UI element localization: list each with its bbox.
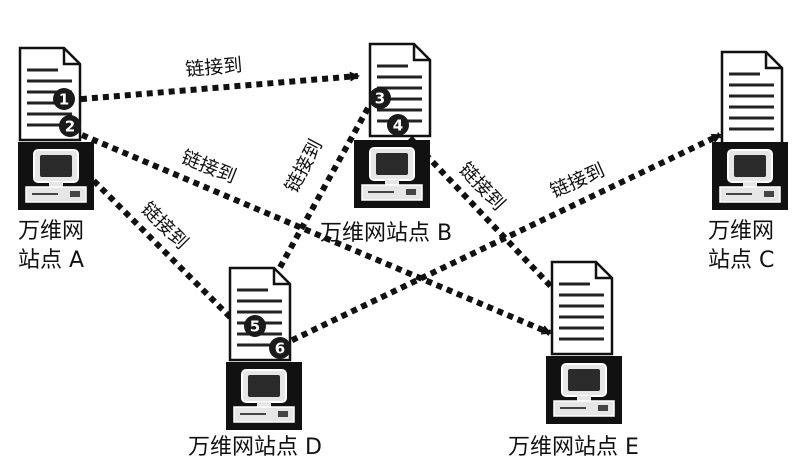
- site-a-label-line1: 万维网: [18, 219, 84, 244]
- link-arrow-d-to-a: [67, 154, 241, 328]
- computer-icon: [711, 141, 789, 211]
- site-d: 万维网站点 D: [188, 266, 322, 460]
- link-arrow-a-to-e: [80, 132, 552, 336]
- svg-text:5: 5: [250, 318, 260, 336]
- link-label-d-to-c: 链接到: [547, 159, 608, 202]
- site-c: 万维网 站点 C: [708, 50, 789, 273]
- site-b-label: 万维网站点 B: [320, 221, 452, 246]
- link-arrow-d-to-c: [280, 132, 722, 348]
- link-label-b-to-d: 链接到: [281, 136, 327, 197]
- site-b: 万维网站点 B: [320, 42, 452, 246]
- site-c-label-line2: 站点 C: [708, 248, 774, 273]
- link-label-b-to-e: 链接到: [454, 158, 509, 215]
- document-icon: [720, 50, 784, 146]
- document-icon: [550, 260, 614, 356]
- computer-icon: [545, 355, 623, 425]
- svg-text:2: 2: [65, 118, 75, 136]
- svg-text:1: 1: [59, 91, 69, 109]
- anchor-badge-6: 6: [269, 337, 291, 359]
- link-label-a-to-b: 链接到: [185, 54, 244, 81]
- link-label-d-to-a: 链接到: [136, 198, 192, 254]
- computer-icon: [353, 139, 431, 209]
- link-arrow-b-to-e: [407, 135, 563, 299]
- link-arrow-b-to-d: [259, 106, 371, 302]
- site-a: 万维网 站点 A: [17, 46, 95, 273]
- svg-text:4: 4: [393, 117, 403, 135]
- site-e: 万维网站点 E: [508, 260, 639, 460]
- svg-text:3: 3: [375, 90, 385, 108]
- site-d-label: 万维网站点 D: [188, 435, 322, 460]
- site-a-label-line2: 站点 A: [18, 248, 84, 273]
- svg-text:6: 6: [275, 340, 285, 358]
- anchor-badge-5: 5: [244, 315, 266, 337]
- site-c-label-line1: 万维网: [708, 219, 774, 244]
- anchor-badge-4: 4: [387, 114, 409, 136]
- anchor-badge-2: 2: [59, 115, 81, 137]
- anchor-badge-3: 3: [369, 87, 391, 109]
- site-e-label: 万维网站点 E: [508, 435, 639, 460]
- computer-icon: [225, 361, 303, 431]
- computer-icon: [17, 141, 95, 211]
- anchor-badge-1: 1: [53, 88, 75, 110]
- link-arrow-a-to-b: [69, 71, 360, 103]
